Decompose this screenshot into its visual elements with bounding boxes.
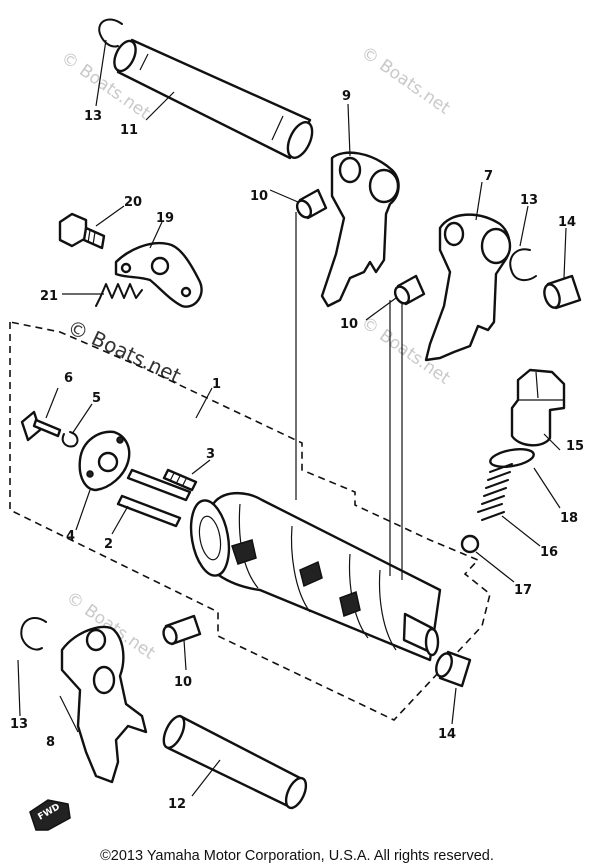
callout-2: 2 [104, 537, 113, 552]
part-10-pin-lower [162, 614, 202, 646]
callout-4: 4 [66, 529, 75, 544]
part-10-pin-upper-right [393, 274, 426, 306]
part-13-circlip-right [509, 248, 537, 282]
fwd-arrow: FWD [29, 799, 71, 831]
shift-drum [189, 492, 442, 662]
part-12-shaft [162, 714, 308, 810]
part-3-pin [162, 468, 198, 492]
callout-21: 21 [40, 289, 58, 304]
part-18-washer [489, 448, 535, 468]
copyright-notice: ©2013 Yamaha Motor Corporation, U.S.A. A… [100, 848, 494, 864]
callout-12: 12 [168, 797, 186, 812]
callout-9: 9 [342, 89, 351, 104]
callout-16: 16 [540, 545, 558, 560]
callout-10-lower: 10 [174, 675, 192, 690]
callout-18: 18 [560, 511, 578, 526]
part-2-pins [116, 468, 192, 528]
part-21-spring [95, 283, 143, 307]
part-15-plug [510, 368, 566, 447]
callout-1: 1 [212, 377, 221, 392]
callout-19: 19 [156, 211, 174, 226]
part-10-pin-upper-left [295, 188, 328, 220]
part-8-shift-fork [60, 625, 148, 784]
part-16-spring [477, 463, 513, 521]
callout-10-middle: 10 [340, 317, 358, 332]
callout-17: 17 [514, 583, 532, 598]
callout-10-upper: 10 [250, 189, 268, 204]
part-13-circlip-top [98, 18, 123, 48]
callout-15: 15 [566, 439, 584, 454]
callout-8: 8 [46, 735, 55, 750]
watermark-2: © Boats.net [357, 43, 454, 119]
leader-lines [17, 39, 567, 797]
part-9-shift-fork [320, 151, 400, 308]
part-5-washer [61, 431, 79, 448]
callout-20: 20 [124, 195, 142, 210]
callout-14-right: 14 [558, 215, 576, 230]
part-14-collar-right [543, 274, 582, 310]
part-7-shift-fork [424, 213, 512, 362]
watermark-main: © Boats.net [64, 315, 185, 388]
callout-13-right: 13 [520, 193, 538, 208]
part-20-bolt [58, 212, 106, 250]
part-13-circlip-lower [20, 617, 47, 651]
callout-13-lower: 13 [10, 717, 28, 732]
callout-3: 3 [206, 447, 215, 462]
callout-14-lower: 14 [438, 727, 456, 742]
part-17-ball [460, 534, 480, 554]
part-19-stopper-lever [114, 241, 203, 308]
part-6-screw [20, 410, 62, 442]
callout-5: 5 [92, 391, 101, 406]
callout-numbers: 13 11 20 19 21 9 10 10 7 13 14 1 6 5 3 4… [10, 89, 584, 812]
part-4-segment [78, 430, 131, 492]
callout-6: 6 [64, 371, 73, 386]
callout-7: 7 [484, 169, 493, 184]
part-14-collar-lower [435, 650, 472, 688]
callout-11: 11 [120, 123, 138, 138]
part-11-shift-shaft [113, 38, 314, 160]
assembly-boundary [9, 321, 491, 721]
callout-13-top: 13 [84, 109, 102, 124]
